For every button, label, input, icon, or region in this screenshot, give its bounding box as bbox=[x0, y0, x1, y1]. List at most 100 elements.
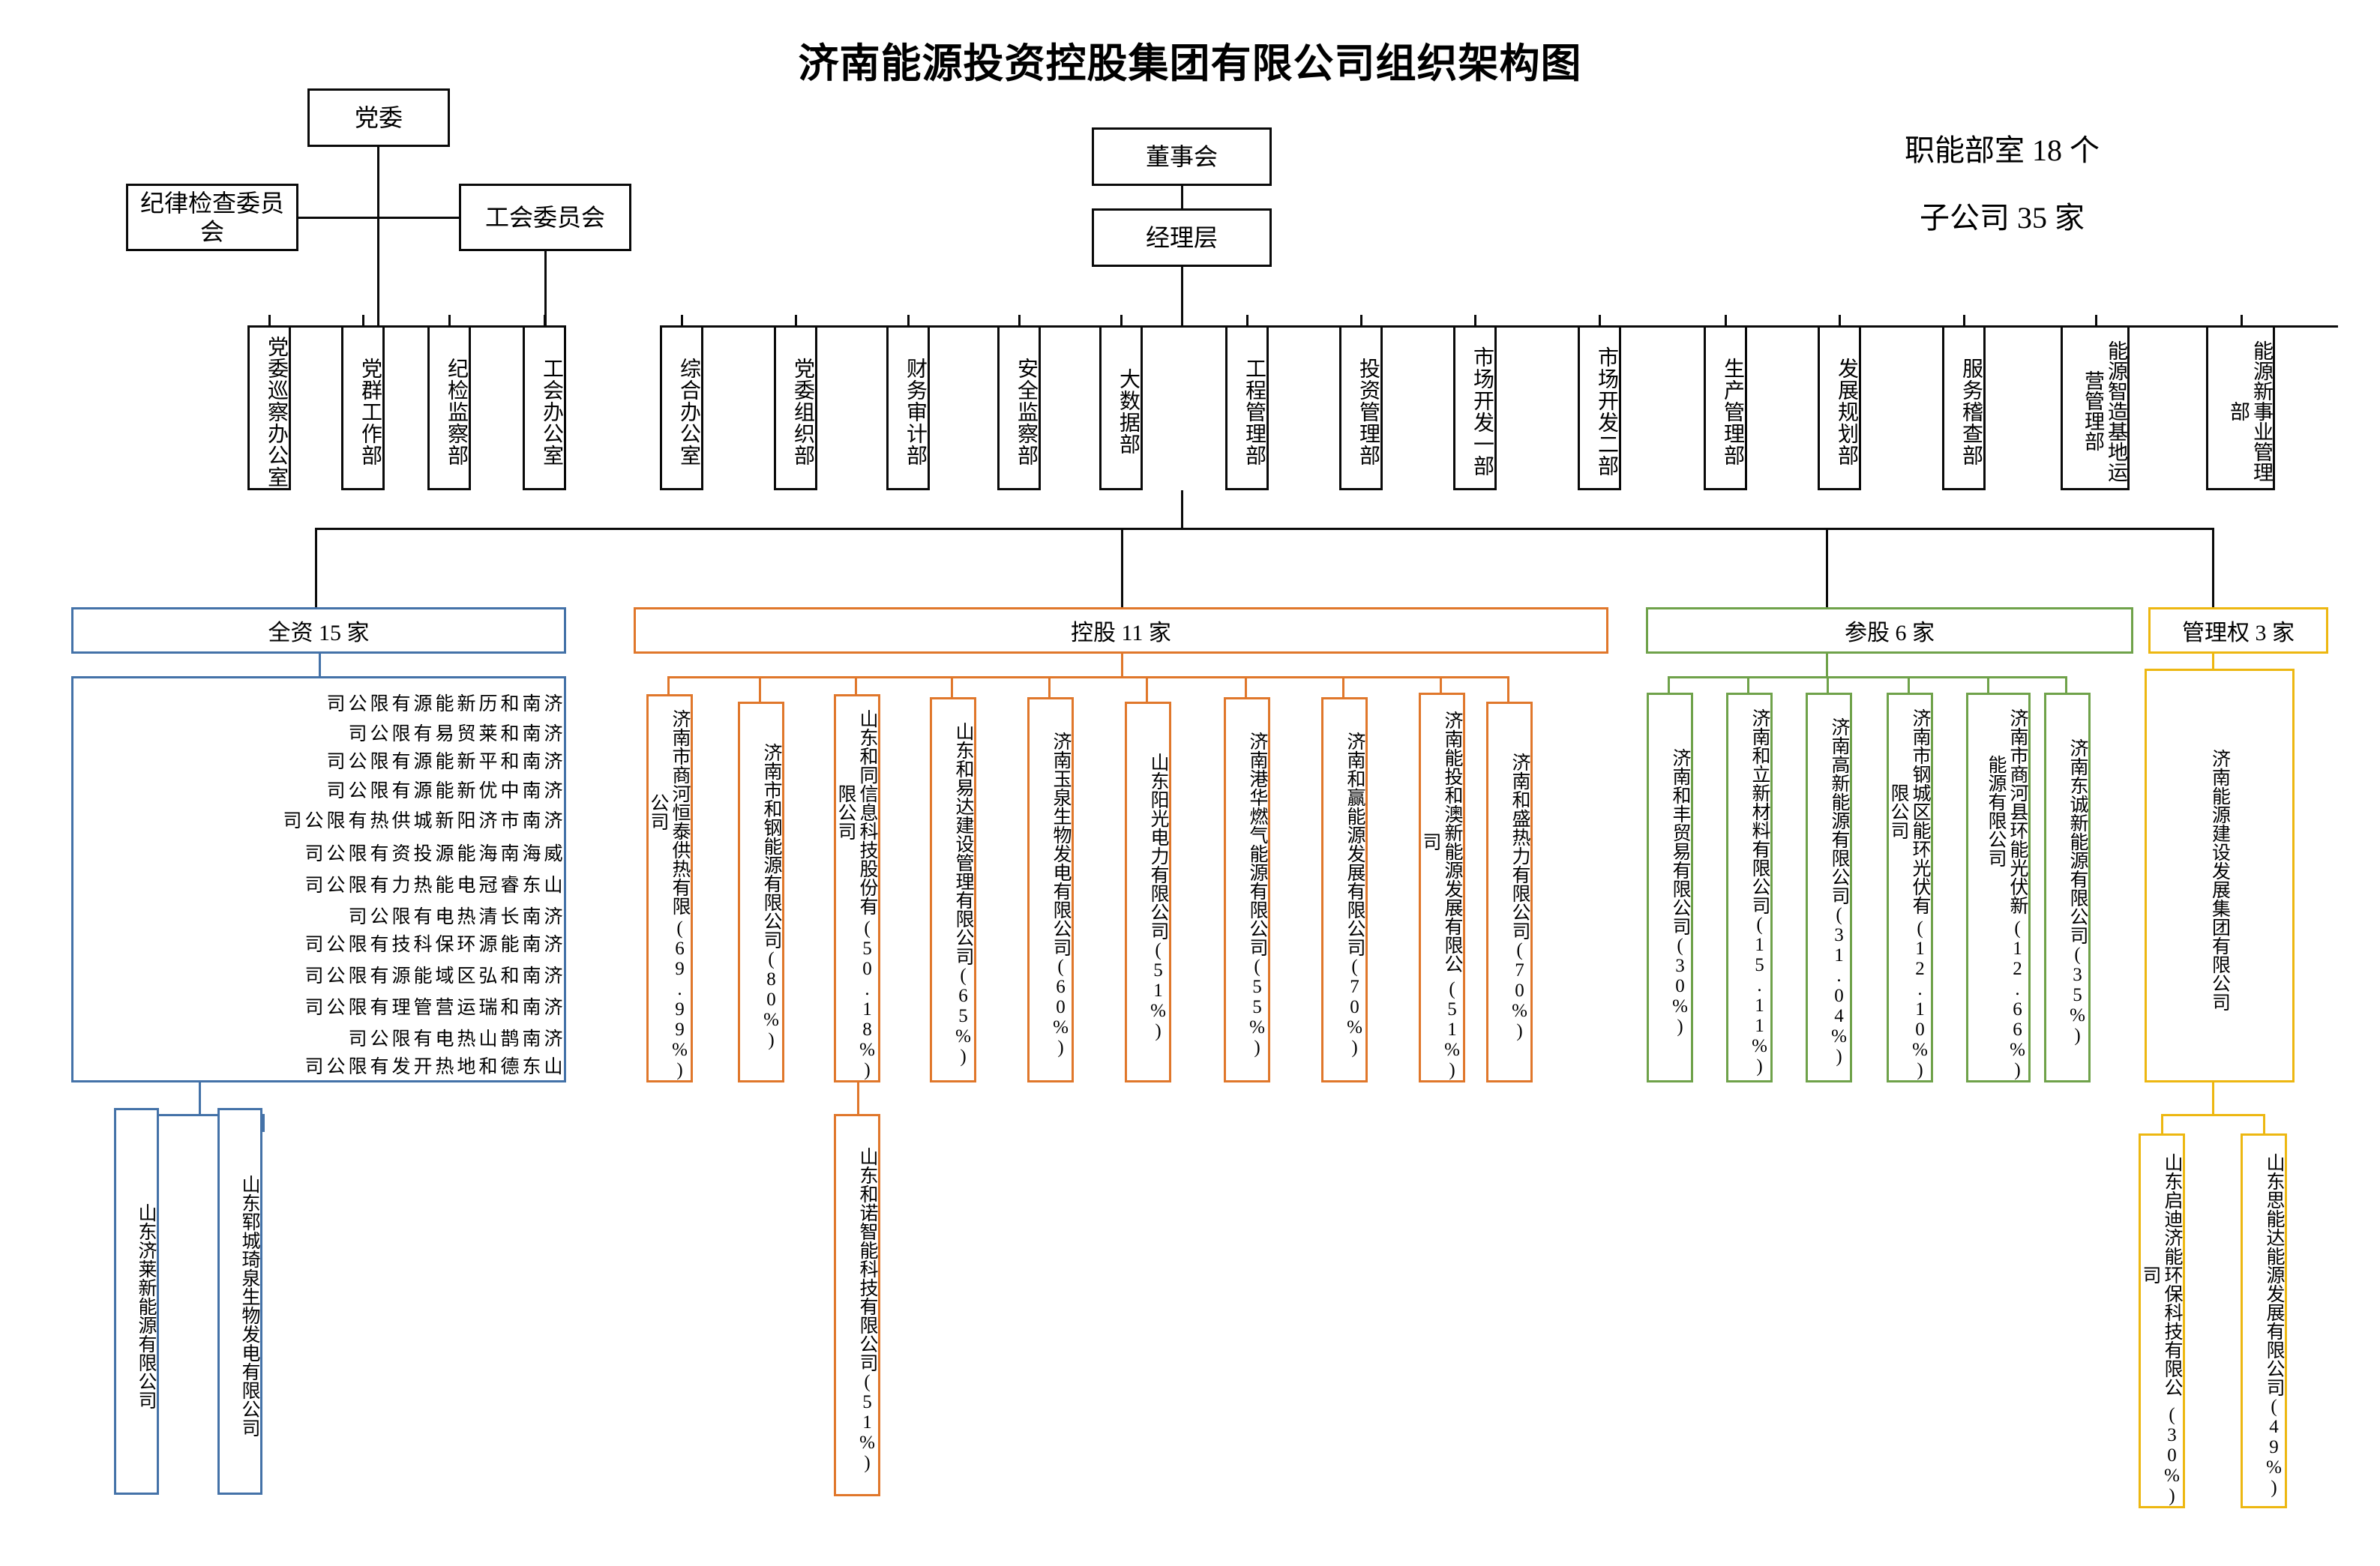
discipline-committee-box[interactable]: 纪律检查委员会 bbox=[126, 184, 298, 251]
managed-label-0: 济南能源建设发展集团有限公司 bbox=[2209, 749, 2230, 1011]
connector-func-1 bbox=[795, 315, 797, 327]
part-box-4[interactable]: 济南市商河县环能光伏新能源有限公司(12.66%) bbox=[1966, 693, 2031, 1082]
managed-sub-share-0: (30%) bbox=[2162, 1405, 2182, 1506]
wholly-sub-box-0[interactable]: 山东郓城琦泉生物发电有限公司 bbox=[217, 1108, 262, 1495]
managed-box-0[interactable]: 济南能源建设发展集团有限公司 bbox=[2145, 669, 2295, 1082]
group-header-holding[interactable]: 控股 11 家 bbox=[634, 607, 1608, 654]
group-header-participating[interactable]: 参股 6 家 bbox=[1646, 607, 2133, 654]
part-share-3: (12.10%) bbox=[1910, 918, 1930, 1080]
holding-box-6[interactable]: 济南港华燃气能源有限公司(55%) bbox=[1224, 697, 1270, 1082]
dept-label-3: 工会办公室 bbox=[540, 357, 563, 466]
func-dept-label-0: 综合办公室 bbox=[677, 357, 700, 466]
wholly-company-10[interactable]: 济南和瑞运营管理有限公司 bbox=[302, 997, 562, 1016]
func-dept-box-13[interactable]: 能源新事业管理部 bbox=[2206, 325, 2275, 490]
connector-func-7 bbox=[1474, 315, 1476, 327]
holding-box-3[interactable]: 山东和易达建设管理有限公司(65%) bbox=[930, 697, 976, 1082]
wholly-company-4[interactable]: 济南市济阳新城供热有限公司 bbox=[280, 810, 562, 829]
func-dept-label-9: 生产管理部 bbox=[1721, 357, 1744, 466]
func-dept-box-10[interactable]: 发展规划部 bbox=[1818, 325, 1861, 490]
managed-sub-box-1[interactable]: 山东思能达能源发展有限公司(49%) bbox=[2241, 1133, 2287, 1508]
page-title: 济南能源投资控股集团有限公司组织架构图 bbox=[798, 41, 1582, 86]
wholly-company-12[interactable]: 山东德和地热开发有限公司 bbox=[302, 1056, 562, 1075]
connector-holding-5 bbox=[1146, 676, 1148, 702]
summary-departments: 职能部室 18 个 bbox=[1905, 133, 2100, 167]
managed-sub-box-0[interactable]: 山东启迪济能环保科技有限公司(30%) bbox=[2139, 1133, 2185, 1508]
union-committee-box[interactable]: 工会委员会 bbox=[459, 184, 631, 251]
wholly-company-1[interactable]: 济南和莱贸易有限公司 bbox=[346, 723, 562, 742]
connector-group-0 bbox=[315, 528, 317, 610]
func-dept-box-5[interactable]: 工程管理部 bbox=[1225, 325, 1269, 490]
connector-dept-3 bbox=[544, 315, 546, 327]
func-dept-box-3[interactable]: 安全监察部 bbox=[997, 325, 1041, 490]
part-box-0[interactable]: 济南和丰贸易有限公司(30%) bbox=[1647, 693, 1693, 1082]
connector-part-2 bbox=[1827, 676, 1829, 693]
func-dept-box-11[interactable]: 服务稽查部 bbox=[1942, 325, 1986, 490]
holding-box-8[interactable]: 济南能投和澳新能源发展有限公司 (51%) bbox=[1419, 693, 1465, 1082]
wholly-company-9[interactable]: 济南和弘区域能源有限公司 bbox=[302, 966, 562, 984]
part-label-3: 济南市钢城区能环光伏有限公司 bbox=[1888, 708, 1930, 915]
func-dept-box-0[interactable]: 综合办公室 bbox=[660, 325, 703, 490]
holding-box-0[interactable]: 济南市商河恒泰供热有限公司(69.99%) bbox=[646, 694, 693, 1082]
holding-box-7[interactable]: 济南和赢能源发展有限公司(70%) bbox=[1321, 697, 1368, 1082]
func-dept-box-4[interactable]: 大数据部 bbox=[1099, 325, 1143, 490]
holding-share-8: (51%) bbox=[1442, 979, 1462, 1080]
connector-holding-2 bbox=[855, 676, 857, 694]
holding-sub-label-0: 山东和诺智能科技有限公司 bbox=[857, 1146, 877, 1372]
func-dept-label-12: 能源智造基地运营管理部 bbox=[2081, 340, 2127, 482]
wholly-company-6[interactable]: 山东睿冠电能热力有限公司 bbox=[302, 875, 562, 894]
func-dept-label-5: 工程管理部 bbox=[1242, 357, 1266, 466]
summary-subsidiaries: 子公司 35 家 bbox=[1920, 201, 2085, 235]
connector-func-4 bbox=[1120, 315, 1123, 327]
board-box[interactable]: 董事会 bbox=[1092, 127, 1272, 186]
holding-box-5[interactable]: 山东阳光电力有限公司(51%) bbox=[1125, 702, 1171, 1082]
func-dept-box-9[interactable]: 生产管理部 bbox=[1704, 325, 1747, 490]
management-box[interactable]: 经理层 bbox=[1092, 208, 1272, 267]
connector-party-dept-bus bbox=[262, 325, 562, 328]
connector-wholly-sub-1 bbox=[262, 1114, 265, 1132]
func-dept-box-12[interactable]: 能源智造基地运营管理部 bbox=[2061, 325, 2130, 490]
holding-box-4[interactable]: 济南玉泉生物发电有限公司(60%) bbox=[1027, 697, 1074, 1082]
dept-box-1[interactable]: 党群工作部 bbox=[341, 325, 385, 490]
func-dept-box-1[interactable]: 党委组织部 bbox=[774, 325, 817, 490]
wholly-company-3[interactable]: 济南中优新能源有限公司 bbox=[324, 780, 562, 799]
holding-box-2[interactable]: 山东和同信息科技股份有限公司(50.18%) bbox=[834, 694, 880, 1082]
wholly-company-2[interactable]: 济南和平新能源有限公司 bbox=[324, 750, 562, 770]
part-share-2: (31.04%) bbox=[1829, 905, 1849, 1067]
connector-holding-4 bbox=[1048, 676, 1051, 697]
wholly-company-11[interactable]: 济南鹊山热电有限公司 bbox=[346, 1029, 562, 1047]
group-header-managed[interactable]: 管理权 3 家 bbox=[2148, 607, 2328, 654]
wholly-sub-box-1[interactable]: 山东济莱新能源有限公司 bbox=[114, 1108, 159, 1495]
wholly-company-8[interactable]: 济南能源环保科技有限公司 bbox=[302, 934, 562, 953]
holding-sub-box-0[interactable]: 山东和诺智能科技有限公司(51%) bbox=[834, 1114, 880, 1496]
wholly-company-5[interactable]: 威海南海能源投资有限公司 bbox=[302, 843, 562, 862]
func-dept-box-8[interactable]: 市场开发二部 bbox=[1578, 325, 1621, 490]
func-dept-box-7[interactable]: 市场开发一部 bbox=[1453, 325, 1497, 490]
connector-union-down bbox=[544, 251, 547, 325]
func-dept-box-6[interactable]: 投资管理部 bbox=[1339, 325, 1383, 490]
wholly-company-7[interactable]: 济南长清热电有限公司 bbox=[346, 906, 562, 925]
party-committee-box[interactable]: 党委 bbox=[307, 88, 450, 147]
connector-dept-2 bbox=[448, 315, 451, 327]
dept-box-3[interactable]: 工会办公室 bbox=[523, 325, 566, 490]
part-share-5: (35%) bbox=[2067, 945, 2088, 1046]
dept-box-0[interactable]: 党委巡察办公室 bbox=[247, 325, 291, 490]
holding-label-8: 济南能投和澳新能源发展有限公司 bbox=[1420, 710, 1462, 973]
holding-box-9[interactable]: 济南和盛热力有限公司(70%) bbox=[1486, 702, 1533, 1082]
part-box-3[interactable]: 济南市钢城区能环光伏有限公司 (12.10%) bbox=[1887, 693, 1933, 1082]
dept-box-2[interactable]: 纪检监察部 bbox=[427, 325, 471, 490]
connector-func-6 bbox=[1360, 315, 1362, 327]
holding-box-1[interactable]: 济南市和钢能源有限公司(80%) bbox=[738, 702, 784, 1082]
connector-holding-8 bbox=[1440, 676, 1442, 693]
group-header-wholly-owned[interactable]: 全资 15 家 bbox=[71, 607, 566, 654]
connector-part-0 bbox=[1668, 676, 1670, 693]
part-box-1[interactable]: 济南和立新材料有限公司(15.11%) bbox=[1726, 693, 1773, 1082]
func-dept-label-6: 投资管理部 bbox=[1356, 357, 1380, 466]
wholly-company-0[interactable]: 济南和历新能源有限公司 bbox=[324, 693, 562, 712]
connector-managed-sub-0 bbox=[2161, 1114, 2163, 1135]
func-dept-box-2[interactable]: 财务审计部 bbox=[886, 325, 930, 490]
connector-holding-1 bbox=[759, 676, 761, 702]
part-box-2[interactable]: 济南高新能源有限公司(31.04%) bbox=[1806, 693, 1852, 1082]
connector-holding-bus bbox=[667, 676, 1507, 678]
discipline-committee-label: 纪律检查委员会 bbox=[139, 189, 284, 245]
part-box-5[interactable]: 济南东诚新能源有限公司(35%) bbox=[2044, 693, 2091, 1082]
